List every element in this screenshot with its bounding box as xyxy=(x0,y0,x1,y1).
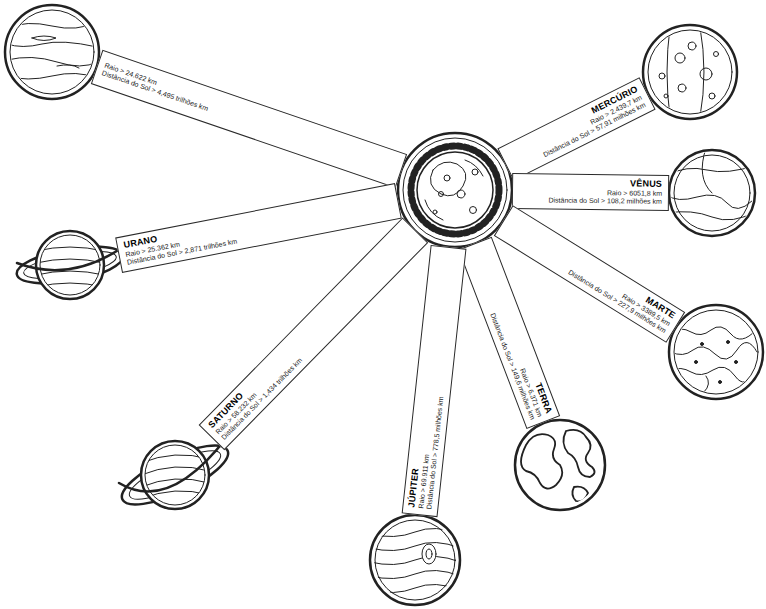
planet-name: MARTE xyxy=(511,212,677,321)
mars-drawing xyxy=(669,305,763,399)
saturn-drawing xyxy=(115,434,235,516)
planet-band: SATURNORaio > 58.232 kmDistância do Sol … xyxy=(199,218,428,450)
planet-data: Distância do Sol > 4,495 trilhões km xyxy=(100,69,394,177)
planet-data: Distância do Sol > 149,6 milhões km xyxy=(465,252,536,422)
venus-drawing xyxy=(667,148,757,236)
planet-data: Raio > 58.232 km xyxy=(214,234,414,437)
neptune-drawing xyxy=(5,5,99,99)
planet-data: Raio > 2.439,7 km xyxy=(511,94,644,167)
planet-data: Raio > 6.371 km xyxy=(473,249,544,419)
planet-name: VÊNUS xyxy=(519,177,662,189)
planet-data: Distância do Sol > 778,5 milhões km xyxy=(426,254,462,510)
mercury-drawing xyxy=(643,25,737,119)
planet-data: Distância do Sol > 1,434 trilhões km xyxy=(220,239,420,442)
planet-name: URANO xyxy=(123,189,391,251)
planet-band: Raio > 24.622 kmDistância do Sol > 4,495… xyxy=(91,50,407,188)
planet-data: Distância do Sol > 57,91 milhões km xyxy=(515,101,648,174)
planet-data: Distância do Sol > 2,871 trilhões km xyxy=(127,208,395,268)
planet-band: VÊNUSRaio > 6051,8 kmDistância do Sol > … xyxy=(512,173,669,211)
planet-band: MERCÚRIORaio > 2.439,7 kmDistância do So… xyxy=(498,77,656,180)
planet-band: JÚPITERRaio > 69.911 kmDistância do Sol … xyxy=(402,245,467,517)
planet-data: Raio > 3389,5 km xyxy=(507,221,672,328)
planet-data: Distância do Sol > 227,9 milhões km xyxy=(502,228,667,335)
planet-data: Raio > 25.362 km xyxy=(125,199,393,259)
jupiter-drawing xyxy=(370,515,460,605)
planet-data: Raio > 6051,8 km xyxy=(519,188,662,198)
planet-data: Raio > 24.622 km xyxy=(103,62,397,170)
earth-drawing xyxy=(515,420,605,510)
uranus-drawing xyxy=(14,231,126,299)
planet-name: SATURNO xyxy=(206,226,407,431)
planet-data: Distância do Sol > 108,2 milhões km xyxy=(519,196,662,206)
